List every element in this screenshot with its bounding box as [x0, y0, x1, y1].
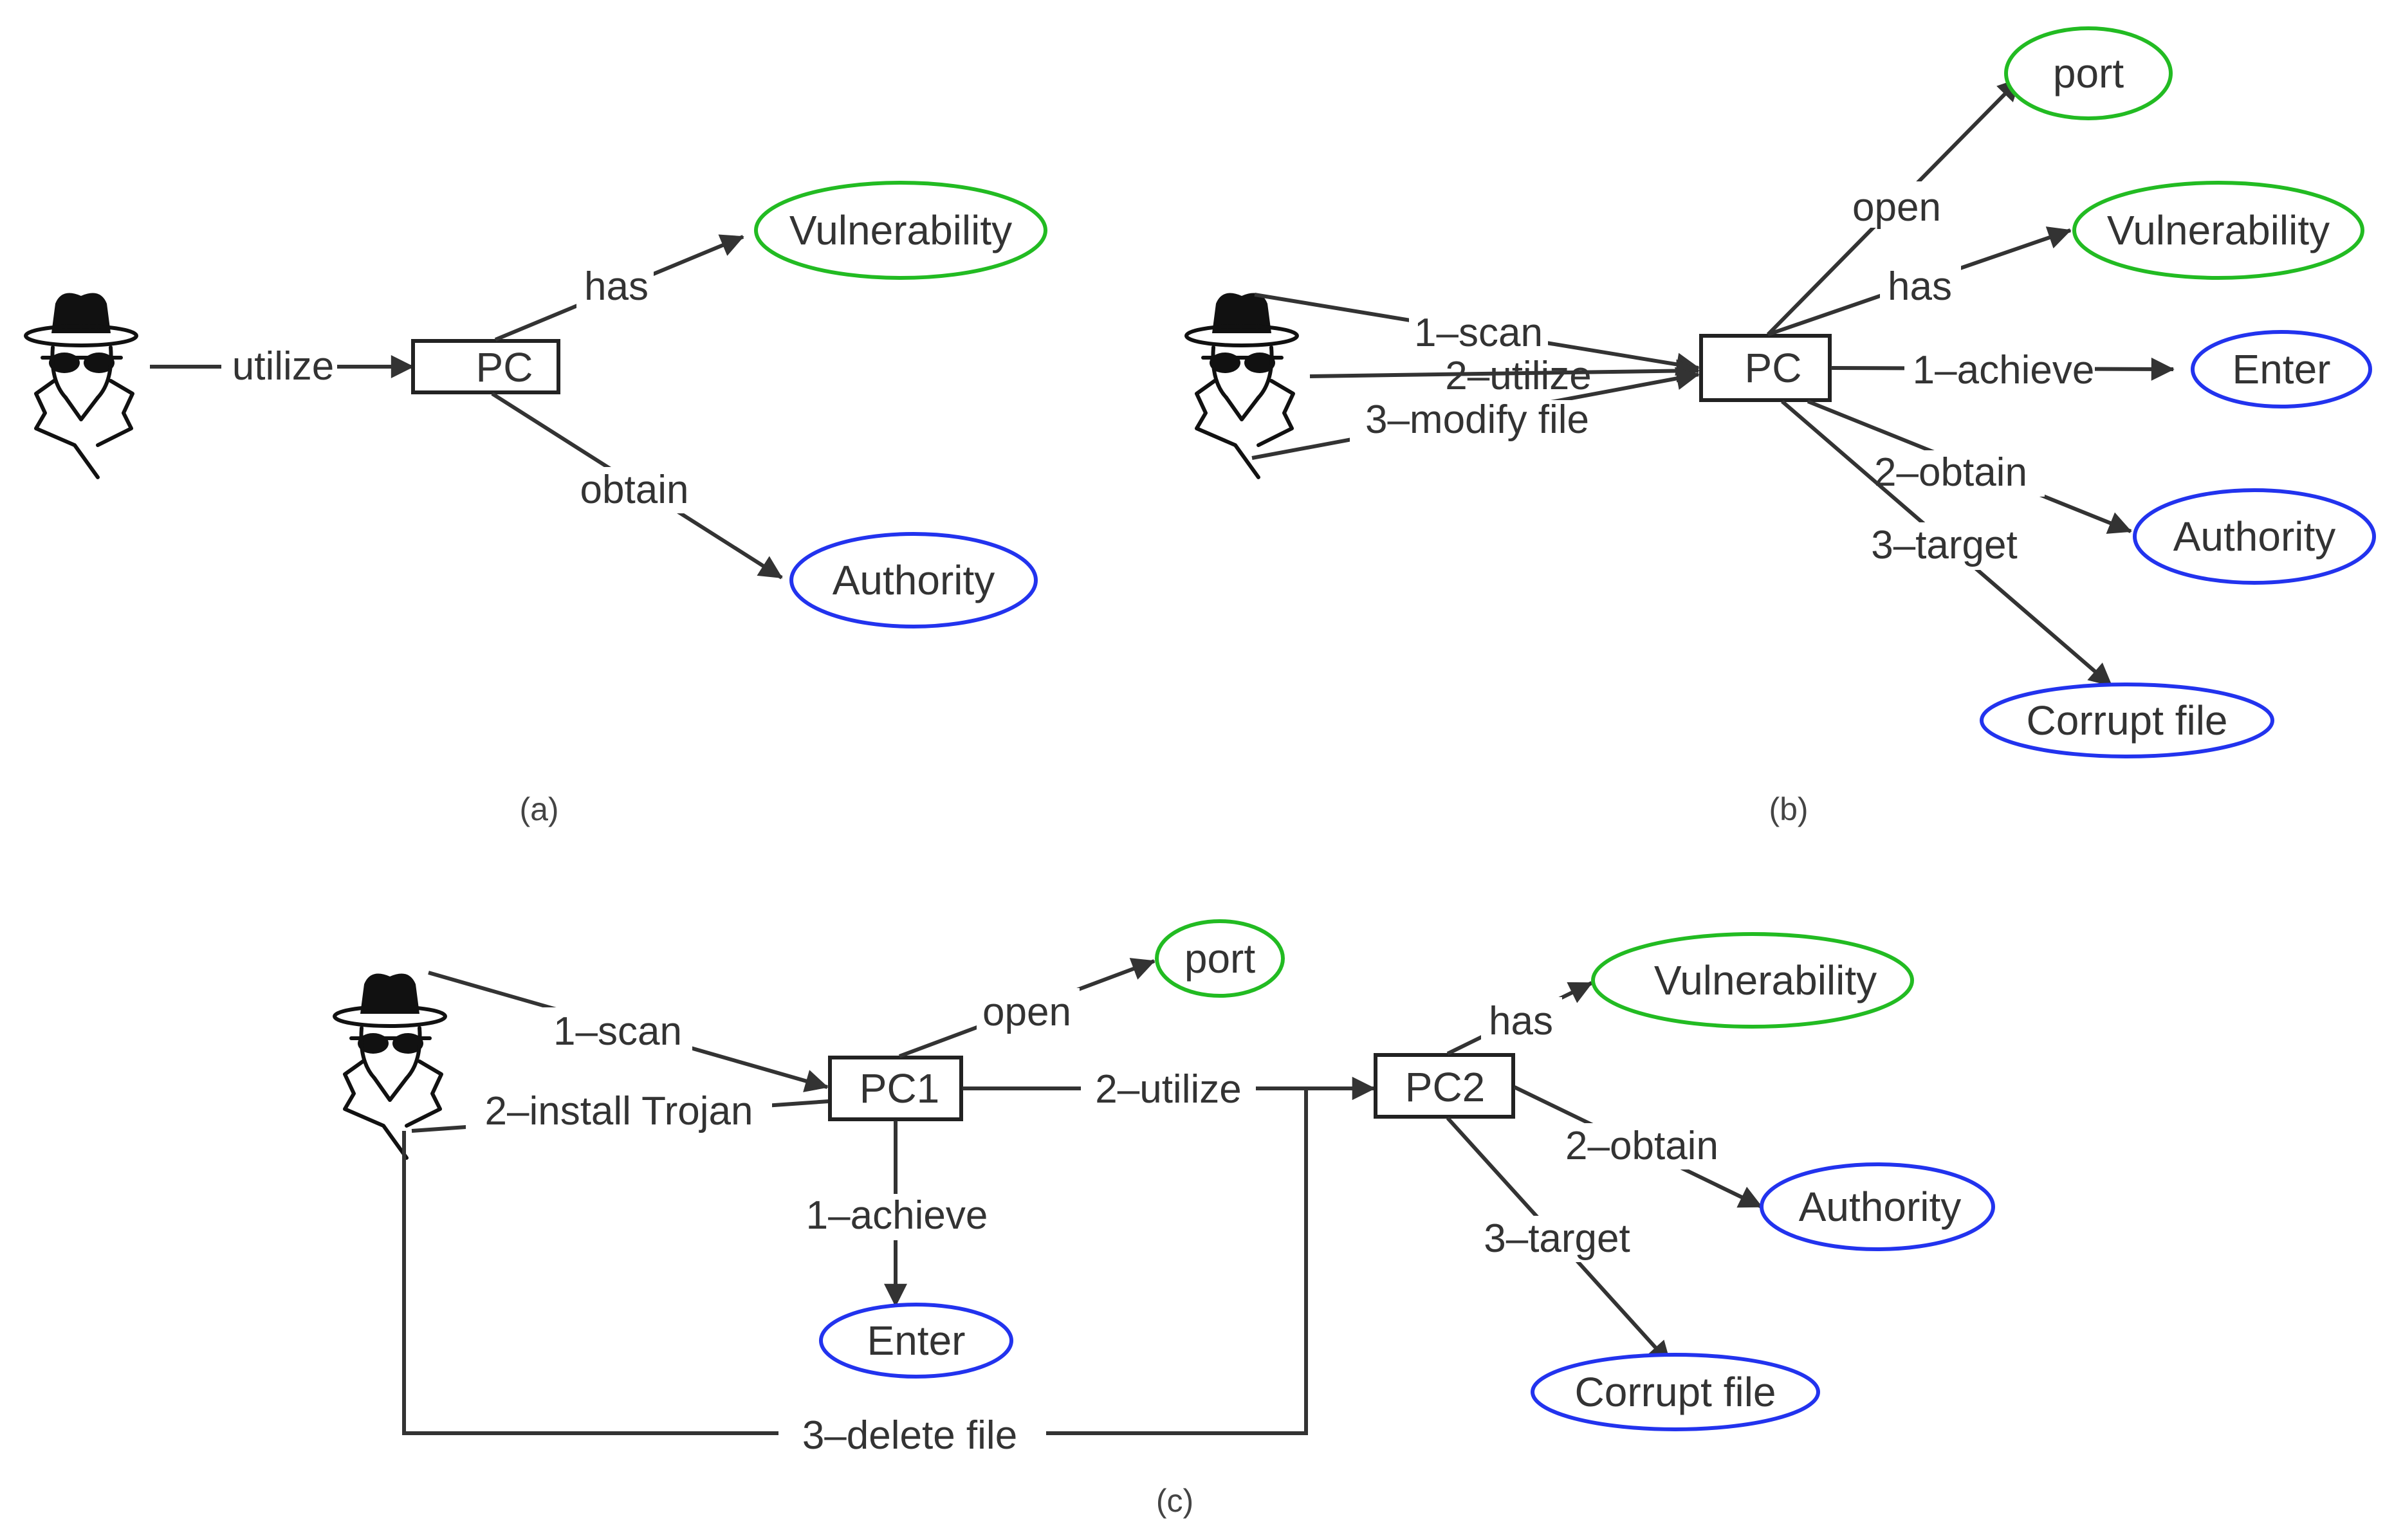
edge-utilize: [1309, 359, 1700, 383]
node-corrupt-file-label: Corrupt file: [2027, 697, 2228, 744]
attacker-icon: [26, 293, 136, 477]
node-pc: [411, 339, 560, 394]
node-enter: [2191, 330, 2372, 408]
node-pc1: [828, 1056, 963, 1121]
caption-b: (b): [1769, 791, 1808, 827]
node-vulnerability: [2072, 181, 2364, 280]
panel-c: 1–scan 2–install Trojan PC1 open 2–utili…: [335, 919, 1995, 1519]
node-pc-label: PC: [476, 344, 533, 390]
caption-c: (c): [1156, 1483, 1193, 1519]
node-vulnerability-label: Vulnerability: [1654, 957, 1877, 1004]
node-port: [1155, 919, 1285, 998]
edge-label-scan: 1–scan: [553, 1009, 682, 1054]
node-port-label: port: [1184, 935, 1256, 982]
node-pc2: [1374, 1053, 1515, 1119]
edge-label-obtain: 2–obtain: [1565, 1124, 1718, 1168]
node-corrupt-file: [1980, 683, 2274, 758]
node-authority: [2133, 488, 2376, 585]
edge-label-modify: 3–modify file: [1365, 398, 1589, 442]
edge-label-achieve: 1–achieve: [806, 1193, 988, 1238]
edge-label-open: open: [982, 990, 1071, 1034]
node-corrupt-file-label: Corrupt file: [1575, 1369, 1776, 1415]
edge-label-has: has: [1489, 999, 1553, 1043]
node-vulnerability: [1591, 932, 1914, 1029]
edge-label-utilize: utilize: [232, 344, 335, 389]
edge-label-delete: 3–delete file: [802, 1413, 1017, 1458]
edge-label-has: has: [1888, 264, 1952, 309]
node-pc-label: PC: [1745, 345, 1802, 391]
edge-label-obtain: 2–obtain: [1874, 450, 2027, 495]
panel-a: utilize PC has obtain Vulnerability Auth…: [26, 181, 1047, 827]
node-enter: [819, 1303, 1013, 1379]
attacker-icon: [1186, 293, 1297, 477]
node-enter-label: Enter: [2233, 346, 2331, 392]
edge-label-utilize: 2–utilize: [1445, 354, 1591, 398]
node-pc: [1699, 334, 1832, 402]
edge-label-target: 3–target: [1484, 1216, 1630, 1261]
node-pc2-label: PC2: [1405, 1064, 1486, 1110]
node-vulnerability-label: Vulnerability: [789, 207, 1012, 253]
node-authority: [789, 532, 1038, 628]
node-port: [2004, 26, 2173, 120]
edge-label-obtain: obtain: [580, 468, 689, 512]
edge-label-utilize: 2–utilize: [1095, 1067, 1241, 1112]
node-vulnerability-label: Vulnerability: [2107, 207, 2330, 253]
node-pc1-label: PC1: [860, 1065, 940, 1112]
node-corrupt-file: [1531, 1353, 1820, 1431]
edge-label-open: open: [1852, 185, 1941, 230]
node-authority: [1760, 1162, 1995, 1251]
caption-a: (a): [519, 791, 558, 827]
edge-delete: [402, 1077, 1376, 1435]
edge-label-scan: 1–scan: [1414, 311, 1543, 355]
panel-b: 1–scan 2–utilize 3–modify file PC open h…: [1186, 26, 2376, 827]
edge-label-target: 3–target: [1871, 523, 2018, 567]
edge-label-install: 2–install Trojan: [484, 1089, 753, 1133]
node-authority-label: Authority: [2173, 513, 2336, 560]
node-vulnerability: [754, 181, 1047, 280]
node-enter-label: Enter: [867, 1317, 966, 1364]
node-authority-label: Authority: [1799, 1184, 1962, 1230]
node-port-label: port: [2053, 50, 2124, 96]
node-authority-label: Authority: [833, 557, 995, 603]
edge-label-achieve: 1–achieve: [1913, 348, 2095, 392]
edge-label-has: has: [584, 264, 649, 309]
